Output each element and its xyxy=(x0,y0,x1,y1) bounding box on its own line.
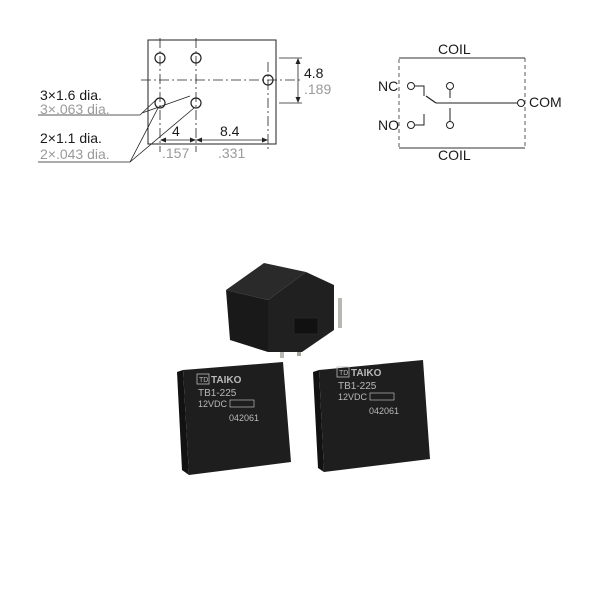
left-relay-logo-text: TD xyxy=(199,377,208,384)
large-hole-label-in: 3×.063 dia. xyxy=(40,101,110,117)
rear-relay-top-face xyxy=(226,263,306,300)
relay-photo-right: TD TAIKO TB1-225 12VDC 042061 xyxy=(313,360,430,472)
small-hole-label-mm: 2×1.1 dia. xyxy=(40,130,102,146)
com-terminal xyxy=(517,99,525,107)
right-relay-voltage-box xyxy=(369,392,395,401)
nc-terminal xyxy=(407,82,415,90)
no-label: NO xyxy=(378,117,399,133)
right-relay-lot: 042061 xyxy=(369,406,399,416)
relay-photo-left: TD TAIKO TB1-225 12VDC 042061 xyxy=(177,362,291,475)
coil-top-label: COIL xyxy=(438,41,471,57)
relay-outline xyxy=(147,39,277,145)
large-hole-label-mm: 3×1.6 dia. xyxy=(40,87,102,103)
com-pin-hole xyxy=(262,74,274,86)
coil-bottom-label: COIL xyxy=(438,147,471,163)
rear-relay-terminal xyxy=(293,317,319,335)
right-dim-in: .331 xyxy=(218,145,245,161)
right-relay-brand: TAIKO xyxy=(351,368,382,379)
left-relay-front-face xyxy=(183,362,291,475)
left-dim-in: .157 xyxy=(162,145,189,161)
left-relay-model: TB1-225 xyxy=(198,388,237,399)
left-relay-voltage-box xyxy=(229,399,255,408)
contact-pin-hole-2 xyxy=(190,97,202,109)
left-relay-voltage: 12VDC xyxy=(198,399,228,409)
right-dim-mm: 8.4 xyxy=(220,123,240,139)
small-hole-label-in: 2×.043 dia. xyxy=(40,146,110,162)
right-relay-logo-text: TD xyxy=(339,370,348,377)
relay-rear-photo xyxy=(226,263,342,358)
left-relay-logo xyxy=(196,373,210,385)
contact-pin-hole-1 xyxy=(154,97,166,109)
leader-large-holes xyxy=(38,97,159,116)
com-label: COM xyxy=(529,94,562,110)
coil-pin-hole-2 xyxy=(190,52,202,64)
right-relay-side-face xyxy=(313,370,324,472)
rear-relay-pin-3 xyxy=(338,298,342,328)
height-dim-in: .189 xyxy=(304,81,331,97)
coil-top-terminal xyxy=(446,82,454,90)
right-relay-logo xyxy=(336,366,350,378)
left-relay-brand: TAIKO xyxy=(211,375,242,386)
height-dim-mm: 4.8 xyxy=(304,65,324,81)
right-relay-front-face xyxy=(319,360,430,472)
footprint-drawing: 4.8 .189 4 .157 8.4 .331 3×1.6 dia. 3×.0… xyxy=(38,38,331,163)
right-relay-voltage: 12VDC xyxy=(338,392,368,402)
nc-label: NC xyxy=(378,78,398,94)
no-contact xyxy=(415,114,425,126)
coil-bottom-terminal xyxy=(446,121,454,129)
coil-pin-hole-1 xyxy=(154,52,166,64)
rear-relay-front-face xyxy=(226,290,268,352)
left-relay-lot: 042061 xyxy=(229,413,259,423)
left-dim-mm: 4 xyxy=(172,123,180,139)
right-relay-model: TB1-225 xyxy=(338,381,377,392)
armature xyxy=(425,95,437,104)
relay-schematic: COIL COIL NC NO COM xyxy=(378,41,562,163)
nc-contact xyxy=(415,85,425,96)
left-relay-side-face xyxy=(177,370,189,475)
no-terminal xyxy=(407,121,415,129)
